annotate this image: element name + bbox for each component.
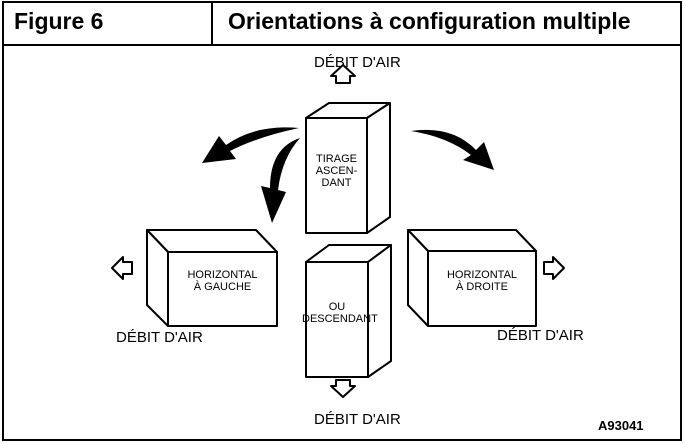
airflow-arrow-right-icon — [543, 256, 565, 280]
airflow-label-right: DÉBIT D'AIR — [497, 327, 584, 344]
figure-header: Figure 6 Orientations à configuration mu… — [4, 3, 680, 46]
rotate-right-arrow-icon — [411, 129, 494, 170]
figure-number: Figure 6 — [14, 8, 104, 34]
figure-code: A93041 — [598, 418, 644, 433]
airflow-label-top: DÉBIT D'AIR — [314, 54, 401, 71]
hleft-top-face — [146, 229, 278, 253]
downflow-label: OU DESCENDANT — [302, 301, 378, 325]
rotate-down-left-arrow-icon — [261, 138, 300, 223]
figure-title: Orientations à configuration multiple — [228, 8, 631, 34]
downflow-side-face — [367, 244, 392, 378]
horizontal-right-label: HORIZONTAL À DROITE — [446, 269, 518, 293]
rotate-left-arrow-icon — [202, 127, 299, 163]
airflow-label-bottom: DÉBIT D'AIR — [314, 411, 401, 428]
hright-front-face — [427, 250, 537, 327]
upflow-unit — [305, 102, 391, 234]
horizontal-left-label: HORIZONTAL À GAUCHE — [187, 269, 258, 293]
hleft-front-face — [167, 251, 278, 327]
downflow-unit — [305, 244, 392, 378]
airflow-label-left: DÉBIT D'AIR — [116, 329, 203, 346]
header-divider — [211, 3, 213, 44]
hright-top-face — [407, 229, 537, 252]
upflow-side-face — [366, 102, 391, 234]
airflow-arrow-up-icon — [330, 64, 356, 84]
horizontal-right-unit — [407, 229, 537, 327]
airflow-arrow-left-icon — [111, 256, 133, 280]
horizontal-left-unit — [146, 229, 278, 327]
upflow-label: TIRAGE ASCEN- DANT — [315, 153, 358, 189]
airflow-arrow-down-icon — [330, 379, 356, 398]
